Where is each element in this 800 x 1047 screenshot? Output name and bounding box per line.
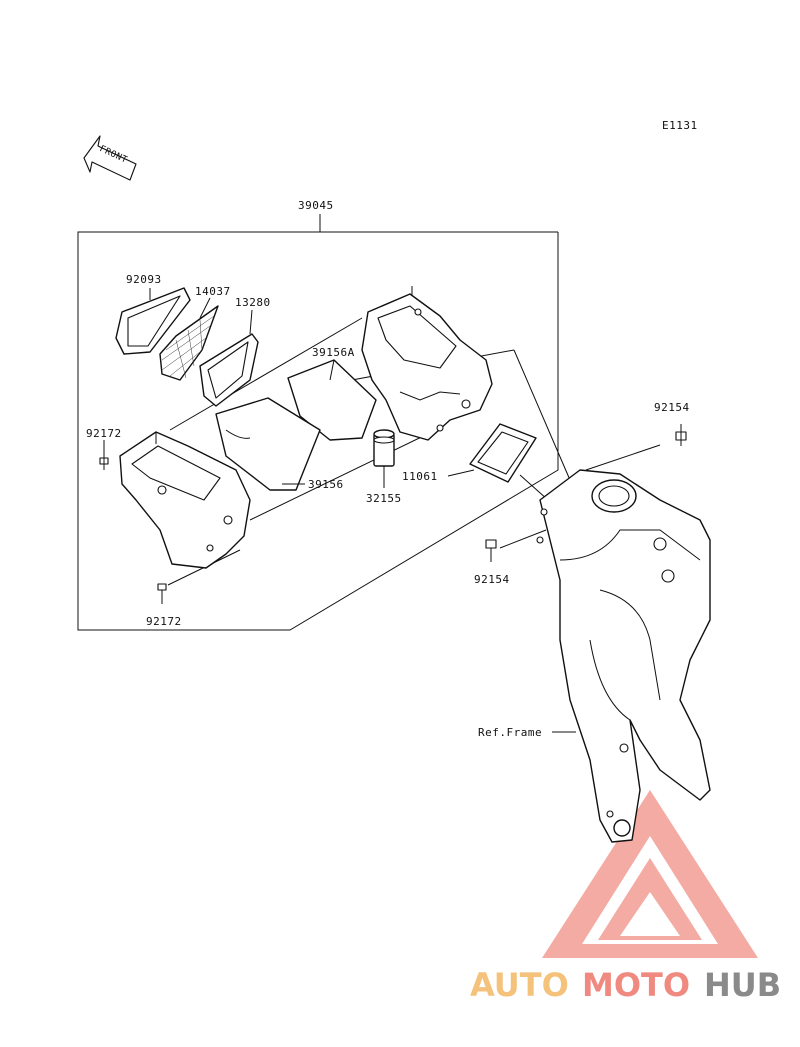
part-label-32155: 32155	[366, 492, 402, 505]
watermark-hub: HUB	[704, 966, 781, 1004]
bolt-92172-lower-icon	[157, 583, 167, 604]
bolt-92154-lower-icon	[485, 539, 497, 562]
watermark-auto: AUTO	[470, 966, 569, 1004]
watermark-logo-icon	[542, 790, 758, 958]
assembly-outline	[77, 231, 559, 631]
part-label-13280: 13280	[235, 296, 271, 309]
frame-ref-label: Ref.Frame	[478, 726, 542, 739]
motorcycle-frame	[536, 469, 711, 843]
part-92093-duct-cover	[115, 287, 191, 355]
watermark-text: AUTO MOTO HUB	[470, 966, 781, 1004]
part-39156-plate	[215, 397, 321, 491]
part-label-92172-upper: 92172	[86, 427, 122, 440]
part-label-92172-lower: 92172	[146, 615, 182, 628]
diagram-code: E1131	[662, 119, 698, 132]
part-13280-gasket	[199, 333, 259, 407]
part-label-39156A: 39156A	[312, 346, 355, 359]
part-label-92093: 92093	[126, 273, 162, 286]
part-14037-screen	[159, 305, 219, 381]
bolt-92172-upper-icon	[99, 452, 109, 470]
watermark-moto: MOTO	[582, 966, 690, 1004]
bolt-92154-upper-icon	[675, 424, 687, 446]
part-label-assembly: 39045	[298, 199, 334, 212]
guide-lines	[167, 317, 661, 586]
part-39156A-plate	[287, 359, 377, 441]
part-label-92154-upper: 92154	[654, 401, 690, 414]
part-32155-cap	[373, 429, 395, 467]
part-label-92154-lower: 92154	[474, 573, 510, 586]
part-11061-seal	[469, 423, 537, 483]
part-label-11061: 11061	[402, 470, 438, 483]
part-label-39156: 39156	[308, 478, 344, 491]
part-label-14037: 14037	[195, 285, 231, 298]
part-airbox-lower	[119, 431, 251, 569]
front-arrow-icon: FRONT	[83, 135, 137, 181]
part-airbox-upper	[361, 286, 493, 441]
